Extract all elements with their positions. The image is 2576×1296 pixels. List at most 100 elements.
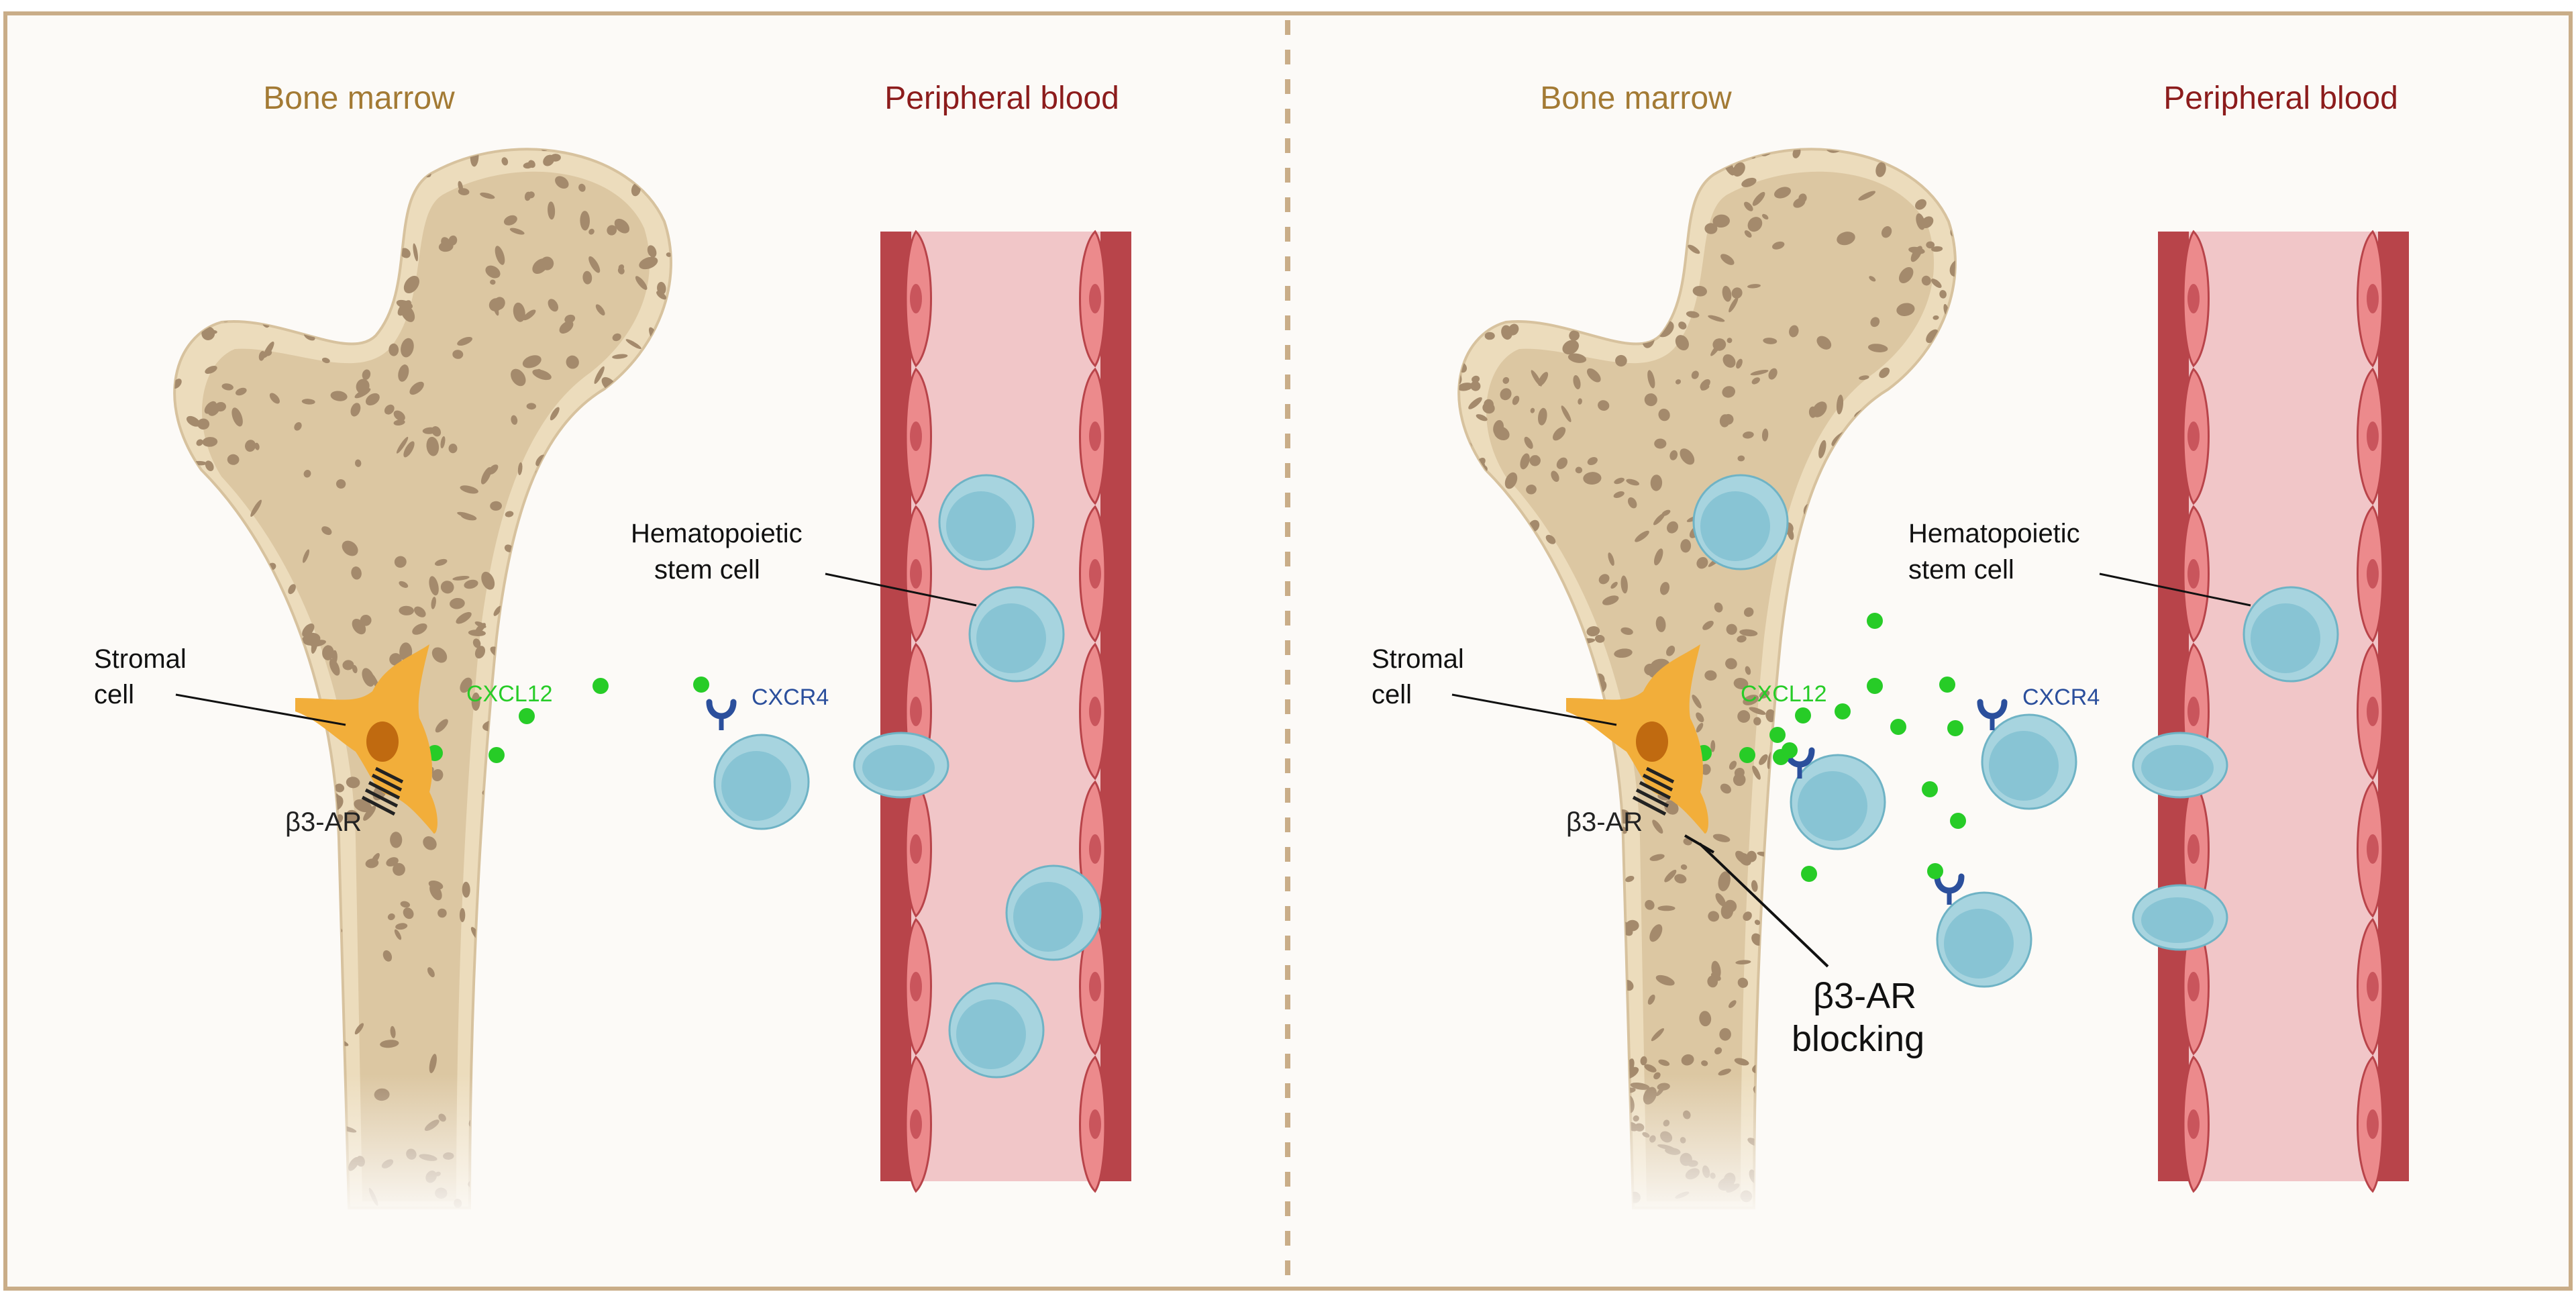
trabecula-spot: [1916, 213, 1925, 230]
stem-cell-icon: [1981, 713, 2077, 810]
trabecula-spot: [342, 540, 358, 556]
trabecula-spot: [235, 387, 247, 396]
trabecula-spot: [1653, 513, 1665, 526]
trabecula-spot: [1743, 911, 1752, 921]
trabecula-spot: [389, 653, 402, 666]
trabecula-spot: [186, 415, 201, 427]
trabecula-spot: [1752, 192, 1765, 206]
left-label-cxcl12: CXCL12: [466, 681, 553, 707]
trabecula-spot: [1625, 919, 1639, 932]
trabecula-spot: [336, 479, 346, 489]
trabecula-spot: [1808, 406, 1817, 418]
trabecula-spot: [1729, 297, 1739, 313]
trabecula-spot: [429, 1054, 437, 1074]
trabecula-spot: [401, 338, 414, 358]
trabecula-spot: [1476, 414, 1488, 421]
trabecula-spot: [595, 304, 605, 316]
trabecula-spot: [1669, 450, 1678, 460]
right-label-hsc: Hematopoietic stem cell: [1908, 519, 2088, 585]
trabecula-spot: [566, 355, 579, 369]
trabecula-spot: [1531, 370, 1542, 387]
trabecula-spot: [1714, 602, 1723, 613]
trabecula-spot: [371, 852, 380, 864]
trabecula-spot: [1718, 1068, 1731, 1076]
trabecula-spot: [396, 436, 409, 454]
trabecula-spot: [488, 464, 499, 475]
trabecula-spot: [1745, 666, 1751, 675]
blood-vessel-icon: [2158, 230, 2409, 1193]
trabecula-spot: [1931, 279, 1942, 289]
trabecula-spot: [1747, 217, 1763, 232]
trabecula-spot: [1735, 850, 1748, 864]
trabecula-spot: [1614, 648, 1633, 658]
trabecula-spot: [647, 245, 657, 258]
trabecula-spot: [1715, 893, 1726, 907]
trabecula-spot: [564, 314, 576, 323]
trabecula-spot: [1647, 370, 1655, 389]
trabecula-spot: [1655, 975, 1675, 986]
trabecula-spot: [458, 188, 470, 195]
trabecula-spot: [205, 366, 217, 374]
trabecula-spot: [1651, 1028, 1664, 1042]
trabecula-spot: [413, 243, 418, 262]
trabecula-spot: [526, 403, 536, 410]
stem-cell-icon: [1692, 474, 1789, 570]
trabecula-spot: [429, 576, 439, 596]
trabecula-spot: [365, 393, 380, 406]
trabecula-spot: [1750, 369, 1769, 376]
trabecula-spot: [1658, 408, 1670, 421]
trabecula-spot: [1933, 315, 1939, 320]
trabecula-spot: [493, 605, 502, 616]
trabecula-spot: [612, 354, 628, 359]
trabecula-spot: [1658, 1059, 1670, 1066]
trabecula-spot: [1594, 634, 1605, 643]
trabecula-spot: [382, 950, 393, 962]
trabecula-spot: [1751, 880, 1758, 892]
trabecula-spot: [1869, 276, 1876, 282]
trabecula-spot: [400, 248, 411, 258]
trabecula-spot: [1675, 335, 1689, 351]
trabecula-spot: [322, 645, 334, 660]
trabecula-spot: [1654, 438, 1667, 449]
trabecula-spot: [1744, 201, 1753, 211]
trabecula-spot: [1910, 246, 1922, 262]
trabecula-spot: [440, 436, 446, 448]
trabecula-spot: [1702, 620, 1714, 630]
trabecula-spot: [456, 611, 472, 624]
trabecula-spot: [1712, 834, 1731, 842]
trabecula-spot: [1468, 397, 1482, 409]
trabecula-spot: [1512, 395, 1520, 405]
trabecula-spot: [612, 333, 621, 342]
trabecula-spot: [245, 440, 256, 452]
trabecula-spot: [1613, 491, 1625, 498]
trabecula-spot: [1837, 232, 1855, 246]
trabecula-spot: [412, 623, 427, 635]
trabecula-spot: [399, 581, 409, 588]
trabecula-spot: [1482, 402, 1495, 414]
trabecula-spot: [1727, 338, 1733, 344]
trabecula-spot: [1625, 875, 1635, 883]
trabecula-spot: [1743, 431, 1754, 439]
left-label-stromal: Stromal cell: [94, 644, 194, 709]
stem-cell-icon: [1790, 754, 1886, 850]
trabecula-spot: [1614, 477, 1625, 485]
trabecula-spot: [555, 176, 569, 189]
trabecula-spot: [431, 597, 436, 609]
trabecula-spot: [543, 154, 555, 166]
stem-cell-icon: [2132, 884, 2228, 951]
trabecula-spot: [532, 369, 552, 381]
stem-cell-icon: [853, 732, 949, 799]
left-stromal-leader: [175, 693, 346, 726]
trabecula-spot: [1664, 869, 1677, 883]
trabecula-spot: [511, 415, 518, 425]
trabecula-spot: [550, 407, 560, 421]
trabecula-spot: [527, 191, 535, 199]
trabecula-spot: [384, 404, 395, 415]
left-label-hsc: Hematopoietic stem cell: [631, 519, 810, 585]
trabecula-spot: [485, 265, 501, 279]
trabecula-spot: [1896, 303, 1915, 316]
trabecula-spot: [1553, 427, 1566, 441]
trabecula-spot: [354, 388, 371, 399]
trabecula-spot: [1620, 627, 1633, 636]
trabecula-spot: [1598, 400, 1610, 411]
